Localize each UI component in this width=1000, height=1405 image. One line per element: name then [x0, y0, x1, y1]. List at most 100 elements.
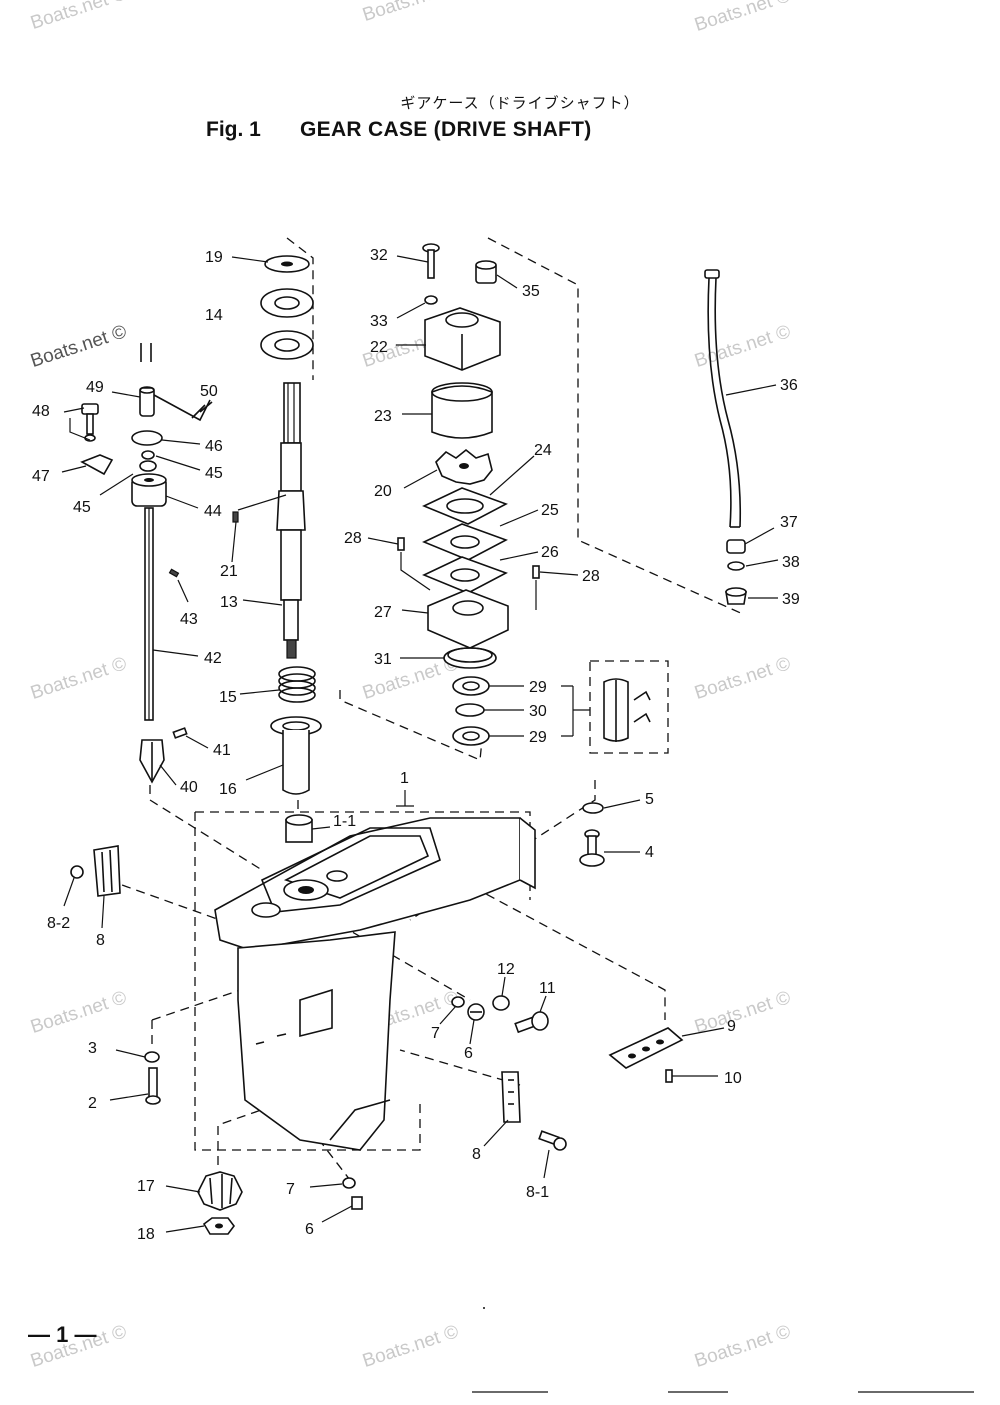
washer-7b — [342, 1177, 356, 1189]
japanese-title: ギアケース（ドライブシャフト） — [400, 94, 640, 112]
callout-16: 16 — [219, 781, 237, 798]
bearing-29a — [452, 676, 490, 696]
anode-8a — [93, 845, 121, 897]
callout-42: 42 — [204, 650, 222, 667]
grommet-45a — [141, 450, 155, 460]
callout-26: 26 — [541, 544, 559, 561]
screw-6a — [467, 1003, 485, 1021]
callout-labels: 19 14 32 35 33 22 36 49 50 48 46 47 45 4… — [32, 247, 800, 1243]
plate-47 — [80, 454, 114, 476]
washer-7a — [451, 996, 465, 1008]
leader-lines — [61, 255, 779, 1233]
callout-43: 43 — [180, 611, 198, 628]
callout-15: 15 — [219, 689, 237, 706]
washer-33 — [424, 295, 438, 305]
figure-label: Fig. 1 — [206, 118, 261, 141]
anode-8b — [501, 1071, 521, 1123]
callout-8a: 8 — [96, 932, 105, 949]
callout-33: 33 — [370, 313, 388, 330]
connector-49 — [139, 386, 155, 417]
bracket-29 — [561, 685, 590, 737]
leader-dash-9 — [459, 879, 666, 1020]
callout-35: 35 — [522, 283, 540, 300]
callout-36: 36 — [780, 377, 798, 394]
alt-part-box — [589, 660, 669, 754]
callout-20: 20 — [374, 483, 392, 500]
leader-dash-8b — [399, 1049, 521, 1086]
gasket-24 — [422, 487, 508, 525]
callout-18: 18 — [137, 1226, 155, 1243]
bolt-2 — [145, 1067, 161, 1105]
plate-25 — [422, 523, 508, 561]
callout-30: 30 — [529, 703, 547, 720]
callout-10: 10 — [724, 1070, 742, 1087]
grommet-39 — [725, 587, 747, 605]
callout-3: 3 — [88, 1040, 97, 1057]
washer-38 — [727, 561, 745, 571]
nut-8-2 — [70, 865, 84, 879]
callout-12: 12 — [497, 961, 515, 978]
leader-dash-7-6 — [339, 924, 471, 1001]
grommet-37 — [726, 539, 746, 554]
callout-2: 2 — [88, 1095, 97, 1112]
callout-49: 49 — [86, 379, 104, 396]
drive-shaft-13 — [276, 382, 306, 659]
grommet-35 — [475, 260, 497, 284]
washer-5 — [582, 802, 604, 814]
bolt-32 — [422, 243, 440, 279]
alt-bearing-29 — [603, 678, 651, 742]
pin-41 — [172, 727, 188, 739]
callout-6b: 6 — [305, 1221, 314, 1238]
callout-22: 22 — [370, 339, 388, 356]
callout-8-2: 8-2 — [47, 915, 70, 932]
callout-29a: 29 — [529, 679, 547, 696]
plug-11 — [514, 1011, 549, 1034]
callout-14: 14 — [205, 307, 223, 324]
footer-rules — [472, 1307, 974, 1393]
callout-50: 50 — [200, 383, 218, 400]
callout-29b: 29 — [529, 729, 547, 746]
screw-10 — [665, 1069, 673, 1083]
nut-18 — [202, 1217, 235, 1235]
clip-50 — [153, 394, 213, 422]
gasket-26 — [422, 556, 508, 594]
callout-27: 27 — [374, 604, 392, 621]
callout-23: 23 — [374, 408, 392, 425]
callout-48: 48 — [32, 403, 50, 420]
seal-44 — [131, 473, 167, 507]
callout-9: 9 — [727, 1018, 736, 1035]
plate-9 — [608, 1027, 684, 1069]
callout-45b: 45 — [73, 499, 91, 516]
bolt-8-1 — [538, 1130, 567, 1151]
callout-28b: 28 — [582, 568, 600, 585]
gear-case-1 — [214, 817, 536, 1151]
washer-3 — [144, 1051, 160, 1063]
callout-32: 32 — [370, 247, 388, 264]
callout-1-1: 1-1 — [333, 813, 356, 830]
callout-11: 11 — [539, 980, 556, 997]
shift-cam-40 — [139, 739, 165, 784]
leader-dash-3 — [151, 979, 271, 1050]
callout-44: 44 — [204, 503, 222, 520]
callout-21: 21 — [220, 563, 238, 580]
callout-45a: 45 — [205, 465, 223, 482]
callout-7a: 7 — [431, 1025, 440, 1042]
callout-7b: 7 — [286, 1181, 295, 1198]
washer-30 — [455, 703, 485, 717]
spring-15 — [278, 666, 316, 703]
callout-28a: 28 — [344, 530, 362, 547]
pinion-gear-17 — [197, 1171, 243, 1211]
impeller-20 — [435, 448, 493, 485]
callout-37: 37 — [780, 514, 798, 531]
pin-28a-line — [400, 552, 431, 591]
callout-38: 38 — [782, 554, 800, 571]
callout-4: 4 — [645, 844, 654, 861]
grommet-45b — [139, 460, 157, 472]
callout-8b: 8 — [472, 1146, 481, 1163]
figure-title: GEAR CASE (DRIVE SHAFT) — [300, 118, 592, 141]
callout-47: 47 — [32, 468, 50, 485]
oring-46 — [131, 430, 163, 446]
pump-case-27 — [427, 589, 509, 649]
water-pump-group-outline — [487, 237, 746, 616]
